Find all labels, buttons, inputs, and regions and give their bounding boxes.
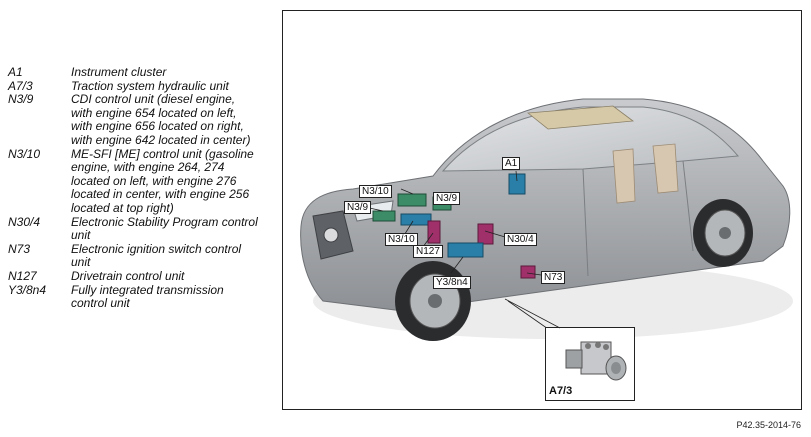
vehicle-figure: A1 N3/10 N3/9 N3/9 N3/10 N127 N30/4 Y3/8… <box>282 10 802 410</box>
legend-description: Fully integrated transmission control un… <box>71 282 224 311</box>
legend-code: N127 <box>8 268 37 283</box>
rear-wheel <box>693 199 753 267</box>
brand-emblem <box>323 227 339 243</box>
legend-description: Electronic Stability Program control uni… <box>71 214 258 243</box>
callout-n3-9-left: N3/9 <box>344 201 372 214</box>
me-sfi-control-unit-component <box>397 193 427 207</box>
figure-code: P42.35-2014-76 <box>736 420 801 430</box>
legend-description: Electronic ignition switch control unit <box>71 241 242 270</box>
legend-code: N73 <box>8 241 31 256</box>
sunroof <box>526 105 635 130</box>
legend-code: Y3/8n4 <box>8 282 47 297</box>
legend-code: N3/9 <box>8 92 34 107</box>
callout-y3-8n4: Y3/8n4 <box>433 276 471 289</box>
legend-code: A7/3 <box>8 78 33 93</box>
callout-n30-4: N30/4 <box>504 233 537 246</box>
esp-control-unit-component <box>477 223 494 245</box>
legend-item: N3/10 ME-SFI [ME] control unit (gasoline… <box>8 146 278 216</box>
callout-n3-9-right: N3/9 <box>433 192 461 205</box>
legend-item: A7/3 Traction system hydraulic unit <box>8 78 278 94</box>
inset-label: A7/3 <box>549 385 573 397</box>
legend-item: Y3/8n4 Fully integrated transmission con… <box>8 282 278 311</box>
legend-description: CDI control unit (diesel engine, with en… <box>71 92 251 147</box>
legend-description: ME-SFI [ME] control unit (gasoline engin… <box>71 146 254 215</box>
callout-a1: A1 <box>502 157 521 170</box>
legend-list: A1 Instrument cluster A7/3 Traction syst… <box>8 65 278 311</box>
legend-item: N73 Electronic ignition switch control u… <box>8 241 278 270</box>
hydraulic-unit-inset: A7/3 <box>545 327 635 401</box>
legend-item: N3/9 CDI control unit (diesel engine, wi… <box>8 92 278 147</box>
callout-n73: N73 <box>541 271 566 284</box>
legend-item: A1 Instrument cluster <box>8 65 278 80</box>
front-wheel <box>395 261 471 341</box>
legend-code: N30/4 <box>8 214 41 229</box>
door-lines <box>582 160 694 277</box>
me-sfi-control-unit-center-component <box>400 213 432 226</box>
legend-description: Traction system hydraulic unit <box>71 78 229 93</box>
callout-n3-10-bottom: N3/10 <box>385 233 418 246</box>
transmission-control-unit-component <box>447 242 484 258</box>
instrument-cluster-component <box>508 173 526 195</box>
car-illustration <box>300 98 793 341</box>
cdi-control-unit-left-component <box>372 210 396 222</box>
legend-code: N3/10 <box>8 146 41 161</box>
seats <box>612 143 679 204</box>
legend-item: N30/4 Electronic Stability Program contr… <box>8 214 278 243</box>
legend-description: Drivetrain control unit <box>71 268 185 283</box>
ignition-switch-control-unit-component <box>520 265 536 279</box>
hydraulic-unit-illustration <box>565 341 627 381</box>
legend-description: Instrument cluster <box>71 65 167 79</box>
drivetrain-control-unit-component <box>427 220 441 244</box>
legend-item: N127 Drivetrain control unit <box>8 268 278 284</box>
callout-n3-10-top: N3/10 <box>359 185 392 198</box>
callout-n127: N127 <box>413 245 443 258</box>
legend-code: A1 <box>8 65 23 79</box>
